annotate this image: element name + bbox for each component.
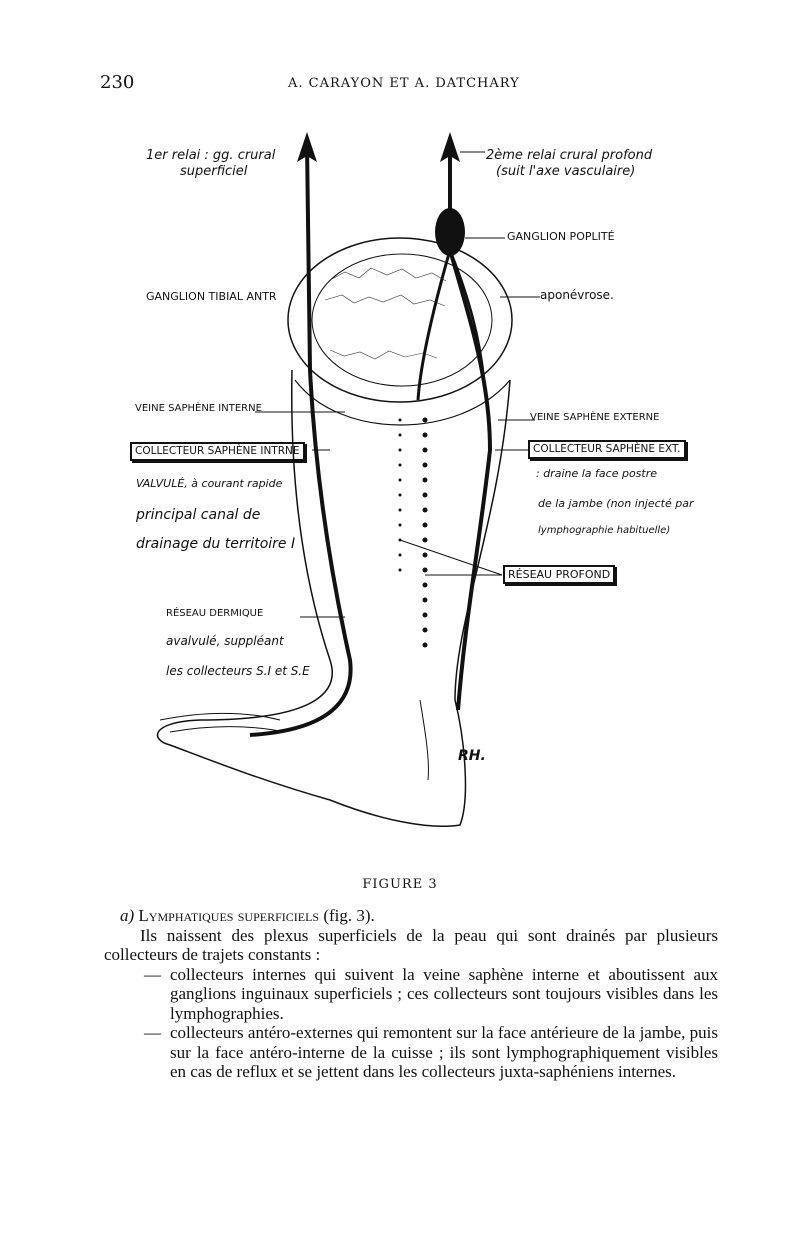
label-ext-desc-2: de la jambe (non injecté par [538,497,694,510]
label-int-desc-2: principal canal de [136,507,261,523]
label-ganglion-poplite: GANGLION POPLITÉ [507,230,615,243]
label-relai-2: 2ème relai crural profond (suit l'axe va… [486,148,652,179]
body-text: a) Lymphatiques superficiels (fig. 3). I… [104,906,718,1082]
running-title: A. CARAYON ET A. DATCHARY [288,76,520,91]
label-int-desc-1: VALVULÉ, à courant rapide [136,477,283,490]
collector-deep-line [448,145,493,711]
collector-superficial-line [249,144,353,737]
label-relai-1: 1er relai : gg. crural superficiel [146,148,275,179]
label-reseau-dermique: RÉSEAU DERMIQUE [166,608,264,619]
leg-lymphatics-drawing [156,132,540,828]
list-item: — collecteurs antéro-externes qui remont… [144,1023,718,1082]
heading-prefix: a) [120,906,135,925]
label-veine-saphene-interne: VEINE SAPHÈNE INTERNE [135,403,262,414]
artist-signature: RH. [458,748,486,764]
intro-paragraph: Ils naissent des plexus superficiels de … [104,925,718,965]
label-collecteur-int: COLLECTEUR SAPHÈNE INTRNE [130,442,305,461]
label-line: (suit l'axe vasculaire) [496,163,636,179]
arrow-up-icon [440,132,460,162]
list-item-text: collecteurs antéro-externes qui remonten… [170,1023,718,1081]
list-item-text: collecteurs internes qui suivent la vein… [170,964,718,1023]
label-collecteur-ext: COLLECTEUR SAPHÈNE EXT. [528,440,686,459]
cross-section-inner [311,253,493,387]
popliteal-ganglion-icon [435,208,465,256]
label-dermique-desc-2: les collecteurs S.I et S.E [166,664,310,678]
heading-ref: (fig. 3). [323,906,375,925]
leg-outline [156,369,511,828]
list-dash: — [144,964,161,984]
list-item: — collecteurs internes qui suivent la ve… [144,965,718,1024]
figure-caption: FIGURE 3 [362,877,438,892]
figure-3-illustration: 1er relai : gg. crural superficiel 2ème … [0,120,800,840]
label-ext-desc-3: lymphographie habituelle) [538,525,671,536]
leg-cross-section [287,237,513,403]
label-ext-desc-1: : draine la face postre [536,467,658,480]
list-dash: — [144,1023,161,1042]
label-line: 2ème relai crural profond [486,148,653,163]
label-line: 1er relai : gg. crural [146,148,276,163]
label-aponevrose: aponévrose. [540,288,614,302]
label-line: superficiel [180,163,248,179]
label-ganglion-tibial: GANGLION TIBIAL ANTR [146,290,277,303]
page-number: 230 [100,72,135,93]
section-heading: a) Lymphatiques superficiels (fig. 3). [120,906,718,926]
arrow-up-icon [297,132,317,162]
label-veine-saphene-externe: VEINE SAPHÈNE EXTERNE [530,412,660,423]
heading-text: Lymphatiques superficiels [138,906,320,925]
label-reseau-profond: RÉSEAU PROFOND [503,565,616,585]
label-dermique-desc-1: avalvulé, suppléant [166,634,284,648]
label-int-desc-3: drainage du territoire I [136,536,296,552]
